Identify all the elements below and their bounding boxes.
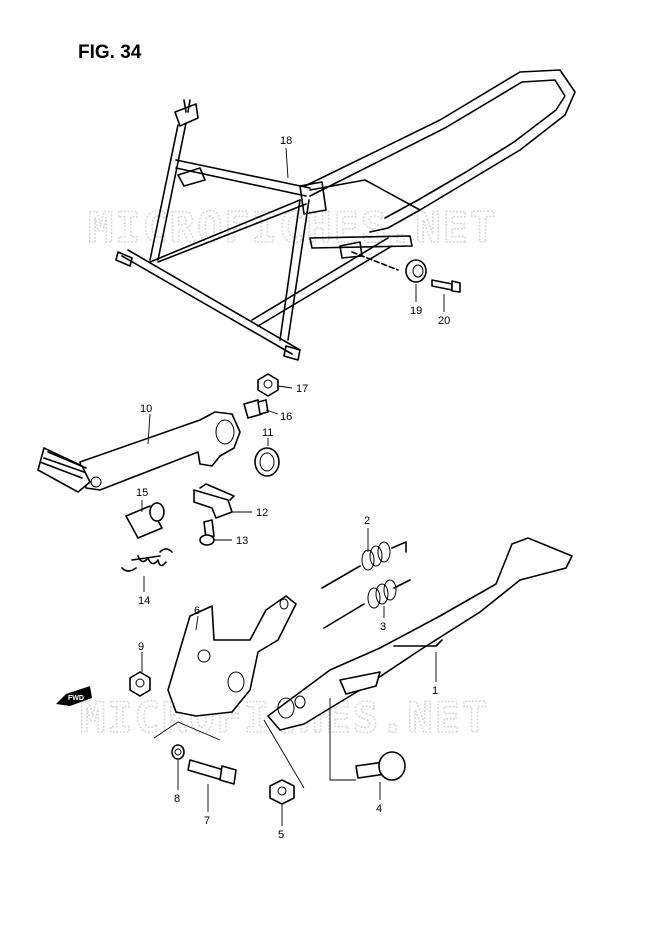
callout-13: 13 (236, 535, 248, 547)
callout-2: 2 (364, 515, 370, 527)
part-bolt-16 (243, 399, 269, 419)
callout-12: 12 (256, 507, 268, 519)
callout-4: 4 (376, 803, 382, 815)
callout-18: 18 (280, 135, 292, 147)
part-kick-lever-10 (37, 411, 241, 493)
part-washer-11 (254, 447, 280, 477)
part-nut-17 (257, 373, 279, 397)
part-bracket-12 (193, 483, 235, 519)
part-nut-5 (269, 779, 295, 805)
part-screw-13 (199, 519, 215, 546)
fwd-arrow: FWD (56, 686, 92, 706)
figure-title: FIG. 34 (78, 42, 142, 63)
part-pivot-bolt-4 (355, 751, 406, 781)
watermark-top: MICROFICHES.NET (88, 203, 497, 252)
callout-19: 19 (410, 305, 422, 317)
part-bolt-20 (431, 279, 461, 293)
part-bolt-7 (187, 759, 237, 785)
leader-lines (141, 147, 445, 826)
callout-11: 11 (262, 427, 273, 439)
part-spring-14 (121, 548, 173, 572)
callout-14: 14 (138, 595, 150, 607)
part-collar-15 (125, 502, 165, 539)
part-side-stand-1 (267, 537, 573, 731)
part-stand-bracket-6 (167, 595, 297, 717)
callout-5: 5 (278, 829, 284, 841)
callout-1: 1 (432, 685, 438, 697)
callout-7: 7 (204, 815, 210, 827)
part-spring-3 (323, 579, 411, 629)
callout-10: 10 (140, 403, 152, 415)
part-spring-2 (321, 541, 407, 589)
part-bushing-19 (405, 259, 427, 283)
fwd-label: FWD (68, 695, 84, 702)
callout-15: 15 (136, 487, 148, 499)
callout-8: 8 (174, 793, 180, 805)
part-nut-9 (129, 671, 151, 697)
callout-20: 20 (438, 315, 450, 327)
callout-9: 9 (138, 641, 144, 653)
callout-16: 16 (280, 411, 292, 423)
part-frame (115, 69, 576, 361)
part-washer-8 (171, 744, 185, 760)
callout-6: 6 (194, 605, 200, 617)
callout-3: 3 (380, 621, 386, 633)
callout-17: 17 (296, 383, 308, 395)
